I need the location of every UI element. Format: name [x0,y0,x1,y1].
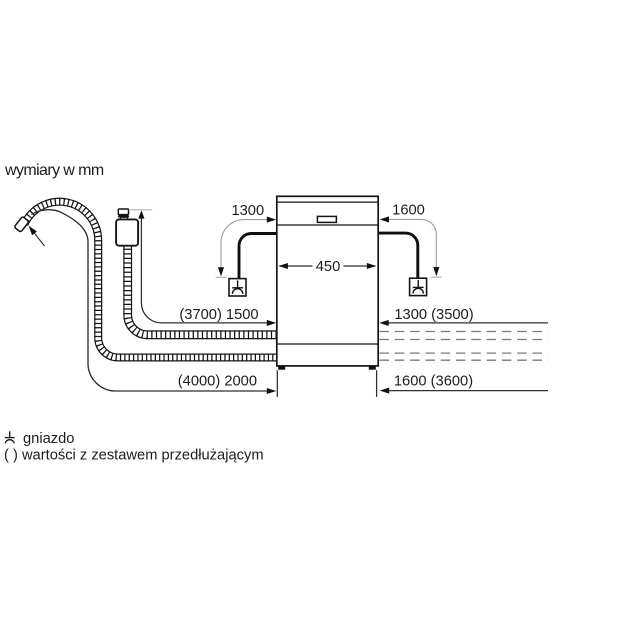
svg-text:1600: 1600 [392,202,425,218]
svg-text:( ) wartości z zestawem przedł: ( ) wartości z zestawem przedłużającym [4,447,264,463]
svg-text:1600 (3600): 1600 (3600) [394,374,473,390]
svg-text:(3700) 1500: (3700) 1500 [179,307,258,323]
svg-text:(4000) 2000: (4000) 2000 [178,374,257,390]
svg-text:1300: 1300 [231,203,264,219]
svg-text:gniazdo: gniazdo [23,431,74,447]
svg-text:450: 450 [316,259,341,275]
svg-text:1300 (3500): 1300 (3500) [394,307,473,323]
svg-text:wymiary w mm: wymiary w mm [4,162,104,179]
